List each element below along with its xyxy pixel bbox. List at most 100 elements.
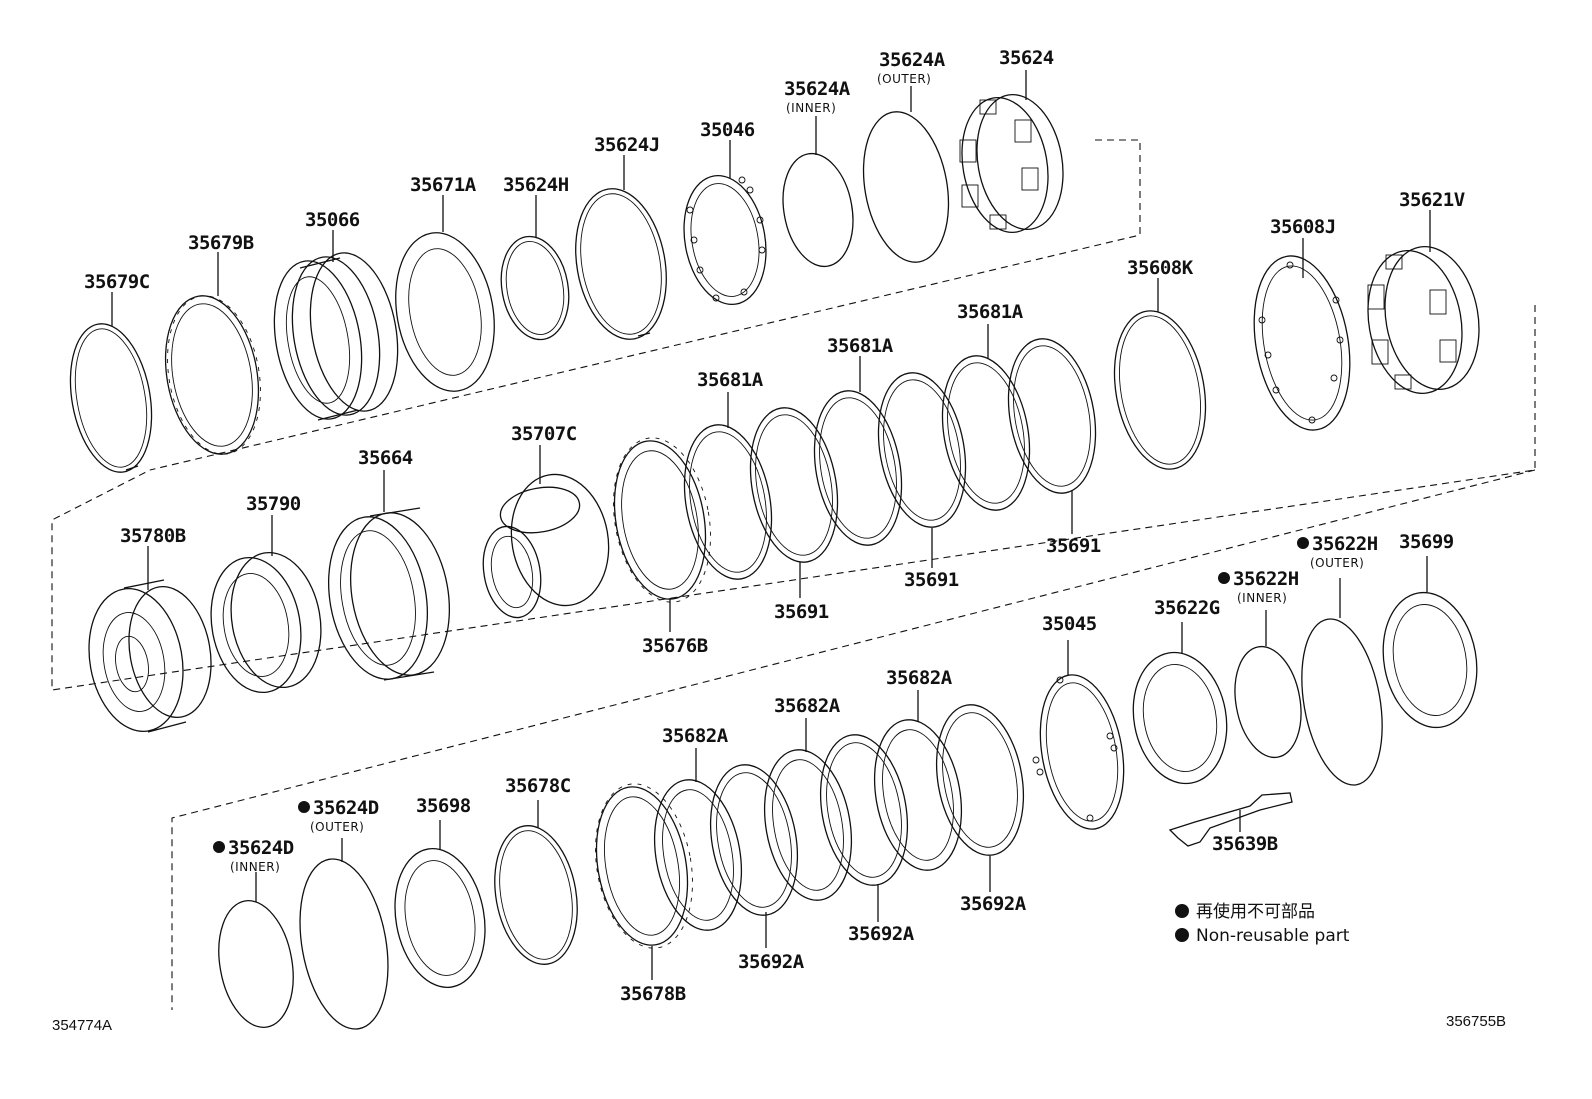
note-inner-2: (INNER) <box>1237 591 1287 605</box>
label-35664: 35664 <box>358 447 413 469</box>
label-35624J: 35624J <box>594 134 660 156</box>
part-35621V[interactable] <box>1357 239 1490 401</box>
part-35698[interactable] <box>385 841 496 994</box>
part-35682A-2[interactable] <box>753 743 862 907</box>
legend-japanese: 再使用不可部品 <box>1196 901 1315 922</box>
label-35624A-outer: 35624A <box>879 49 946 71</box>
label-35682A-3: 35682A <box>886 667 953 689</box>
label-35639B: 35639B <box>1212 833 1278 855</box>
part-35699[interactable] <box>1373 585 1487 735</box>
part-35691-2[interactable] <box>867 366 977 534</box>
part-35676B[interactable] <box>601 430 722 610</box>
label-35790: 35790 <box>246 493 301 515</box>
legend: 再使用不可部品 Non-reusable part <box>1175 901 1350 946</box>
label-35622G: 35622G <box>1154 597 1220 619</box>
part-35624J[interactable] <box>564 182 677 347</box>
label-35679B: 35679B <box>188 232 254 254</box>
note-inner-3: (INNER) <box>230 860 280 874</box>
part-35682A-1[interactable] <box>643 773 752 937</box>
part-35678B[interactable] <box>583 776 704 956</box>
label-35692A-3: 35692A <box>960 893 1027 915</box>
label-35624D-inner: 35624D <box>228 837 294 859</box>
part-35671A[interactable] <box>384 225 506 399</box>
label-35780B: 35780B <box>120 525 186 547</box>
part-35624D-inner[interactable] <box>209 895 302 1034</box>
label-35682A-1: 35682A <box>662 725 729 747</box>
part-35046[interactable] <box>674 169 775 311</box>
part-35622H-inner[interactable] <box>1227 641 1309 762</box>
part-35664[interactable] <box>316 505 461 687</box>
label-35679C: 35679C <box>84 271 150 293</box>
part-35692A-1[interactable] <box>699 758 808 922</box>
label-35676B: 35676B <box>642 635 708 657</box>
part-35624[interactable] <box>952 88 1073 240</box>
label-35608K: 35608K <box>1127 257 1194 279</box>
label-35045: 35045 <box>1042 613 1097 635</box>
part-35780B[interactable] <box>78 579 221 739</box>
label-35624A-inner: 35624A <box>784 78 851 100</box>
part-35608K[interactable] <box>1103 304 1217 477</box>
part-35682A-3[interactable] <box>863 713 972 877</box>
label-35066: 35066 <box>305 209 360 231</box>
part-labels: 35679C 35679B 35066 35671A 35624H 35624J… <box>84 47 1465 1005</box>
part-35639B[interactable] <box>1168 792 1293 847</box>
label-35678C: 35678C <box>505 775 571 797</box>
label-35698: 35698 <box>416 795 471 817</box>
label-35624: 35624 <box>999 47 1054 69</box>
note-outer-3: (OUTER) <box>310 820 364 834</box>
part-35707C[interactable] <box>476 467 618 622</box>
label-35681A-1: 35681A <box>697 369 764 391</box>
label-35707C: 35707C <box>511 423 577 445</box>
bullet-35622H-inner <box>1218 572 1230 584</box>
label-35681A-2: 35681A <box>827 335 894 357</box>
legend-bullet-2 <box>1175 928 1189 942</box>
label-35608J: 35608J <box>1270 216 1336 238</box>
bullet-35624D-inner <box>213 841 225 853</box>
label-35682A-2: 35682A <box>774 695 841 717</box>
part-35624D-outer[interactable] <box>288 852 401 1036</box>
label-35046: 35046 <box>700 119 755 141</box>
leader-lines <box>111 70 1431 980</box>
diagram-code-right: 356755B <box>1446 1013 1506 1030</box>
label-35678B: 35678B <box>620 983 686 1005</box>
part-35691-1[interactable] <box>739 401 849 569</box>
label-35621V: 35621V <box>1399 189 1465 211</box>
legend-bullet-1 <box>1175 904 1189 918</box>
label-35691-1: 35691 <box>774 601 829 623</box>
part-35691-3[interactable] <box>997 332 1107 500</box>
part-35045[interactable] <box>1029 668 1135 836</box>
part-35681A-2[interactable] <box>803 384 913 552</box>
part-35681A-1[interactable] <box>673 418 783 586</box>
label-35622H-inner: 35622H <box>1233 568 1299 590</box>
note-outer-2: (OUTER) <box>1310 556 1364 570</box>
note-inner-1: (INNER) <box>786 101 836 115</box>
part-35622H-outer[interactable] <box>1290 613 1394 792</box>
part-35681A-3[interactable] <box>931 349 1041 517</box>
note-outer-1: (OUTER) <box>877 72 931 86</box>
part-35692A-3[interactable] <box>925 698 1034 862</box>
label-35699: 35699 <box>1399 531 1454 553</box>
part-35678C[interactable] <box>484 819 587 971</box>
label-35692A-1: 35692A <box>738 951 805 973</box>
part-35608J[interactable] <box>1241 248 1362 437</box>
label-35622H-outer: 35622H <box>1312 533 1378 555</box>
part-35790[interactable] <box>201 545 331 699</box>
part-35679B[interactable] <box>154 288 272 461</box>
part-35692A-2[interactable] <box>809 728 918 892</box>
label-35671A: 35671A <box>410 174 477 196</box>
part-35622G[interactable] <box>1123 645 1237 791</box>
label-35624H: 35624H <box>503 174 569 196</box>
part-35066[interactable] <box>263 246 410 426</box>
bullet-35622H-outer <box>1297 537 1309 549</box>
part-35679C[interactable] <box>60 317 163 478</box>
legend-english: Non-reusable part <box>1196 926 1350 946</box>
label-35681A-3: 35681A <box>957 301 1024 323</box>
part-35624A-outer[interactable] <box>852 105 959 269</box>
part-35624H[interactable] <box>493 231 576 345</box>
label-35691-2: 35691 <box>904 569 959 591</box>
part-35624A-inner[interactable] <box>775 148 862 272</box>
label-35692A-2: 35692A <box>848 923 915 945</box>
label-35624D-outer: 35624D <box>313 797 379 819</box>
